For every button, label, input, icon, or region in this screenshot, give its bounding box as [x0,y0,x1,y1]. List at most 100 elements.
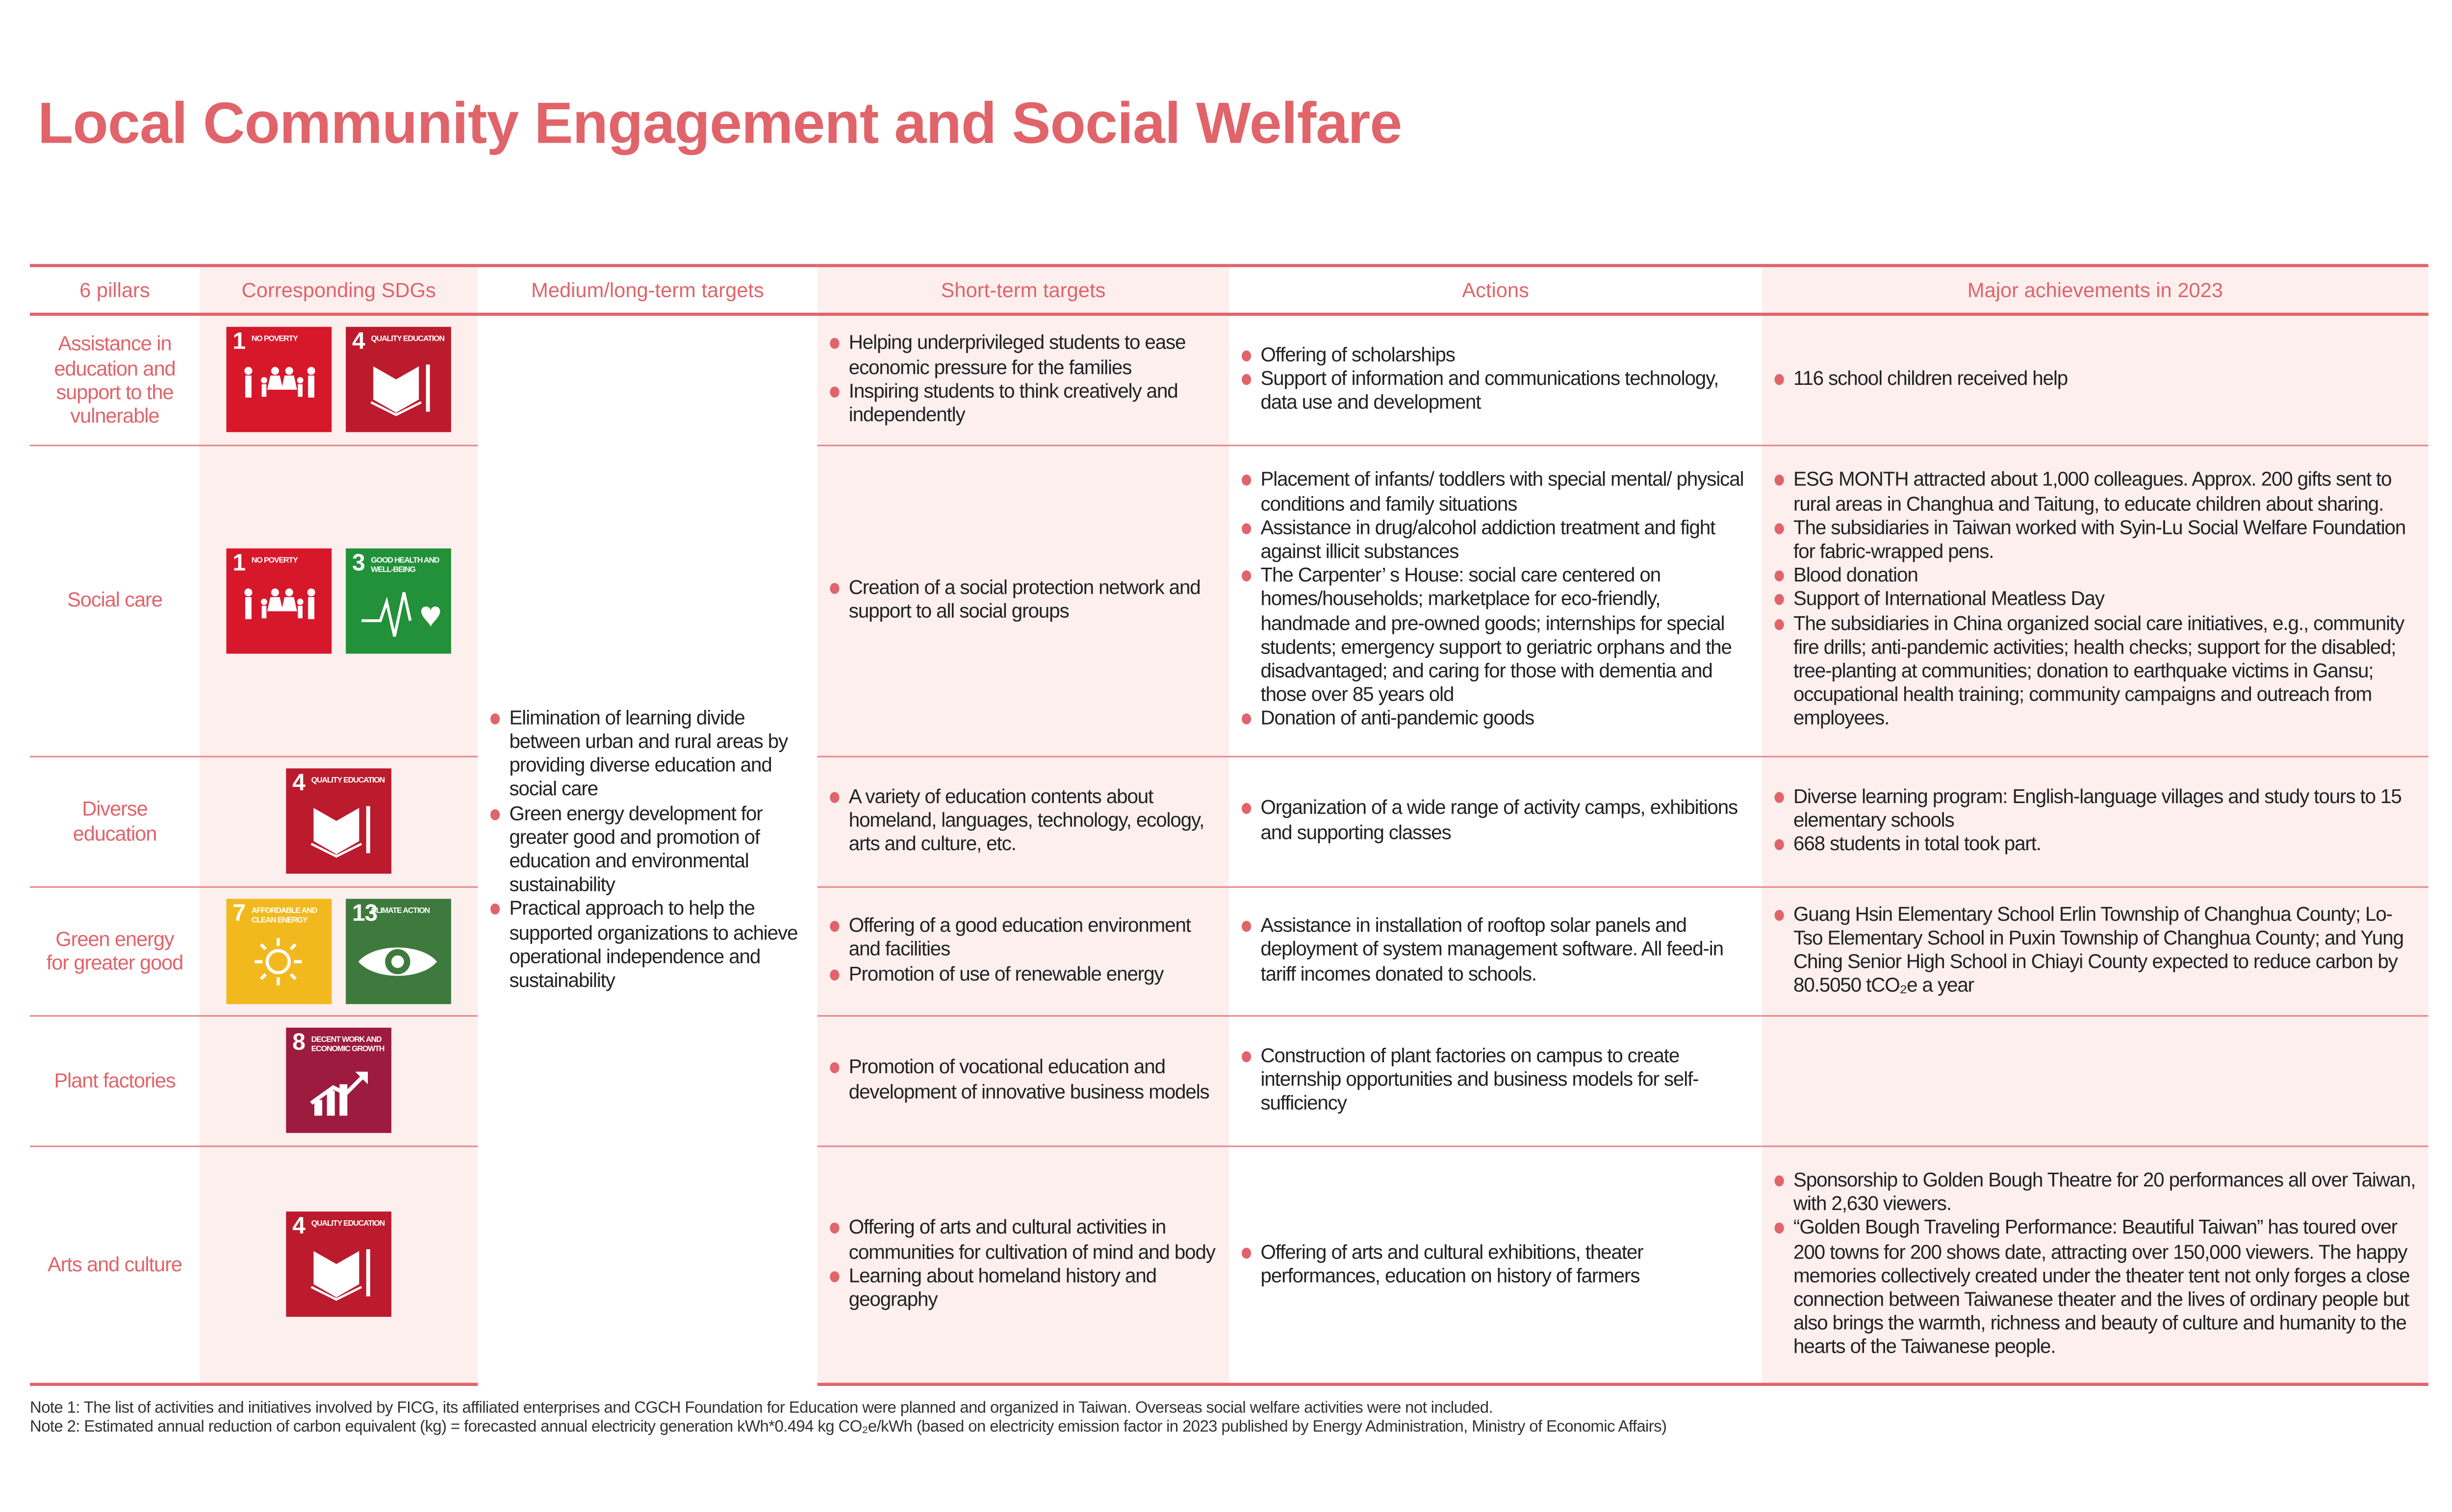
pillar-name: Assistance in education and support to t… [29,314,200,446]
list-item: The subsidiaries in China organized soci… [1774,612,2419,732]
list-item: “Golden Bough Traveling Performance: Bea… [1774,1217,2419,1360]
actions: Placement of infants/ toddlers with spec… [1229,445,1762,757]
list-item: Construction of plant factories on campu… [1242,1044,1753,1116]
sdg-number: 4 [292,1213,306,1240]
pillar-name: Arts and culture [29,1145,200,1386]
sdg-number: 4 [352,328,365,356]
sdg-13-icon: 13Climate Action [346,898,451,1004]
list-item: Donation of anti-pandemic goods [1242,708,1753,732]
table-row: Arts and culture4Quality EducationOfferi… [29,1145,2428,1386]
column-header: Major achievements in 2023 [1762,264,2428,316]
short-term-targets: Creation of a social protection network … [817,445,1229,757]
list-item: 668 students in total took part. [1774,833,2419,857]
column-header: 6 pillars [29,264,200,316]
list-item: Support of information and communication… [1242,368,1753,415]
sdg-4-icon: 4 Quality Education [286,1211,392,1317]
list-item: Helping underprivileged students to ease… [830,332,1220,379]
achievements: 116 school children received help [1762,314,2428,446]
list-item: Sponsorship to Golden Bough Theatre for … [1774,1169,2419,1216]
list-item: Promotion of vocational education and de… [830,1057,1220,1104]
actions-list: Construction of plant factories on campu… [1229,1044,1762,1116]
column-header: Corresponding SDGs [200,264,478,316]
list-item: Offering of arts and cultural exhibition… [1242,1241,1753,1288]
sdg-cell: 4 Quality Education [200,1145,478,1386]
actions: Assistance in installation of rooftop so… [1229,886,1762,1016]
short-term-list: Helping underprivileged students to ease… [817,332,1229,428]
sdg-number: 1 [232,549,246,576]
sdg-label: Quality Education [311,776,385,786]
achievements: Diverse learning program: English-langua… [1762,756,2428,887]
sdg-label: Good Health and Well-Being [371,555,439,575]
sdg-1-icon: 1 No Poverty [226,327,332,433]
sdg-label: Quality Education [311,1219,385,1230]
medium-long-term-list: Elimination of learning divide between u… [478,707,817,994]
list-item: Blood donation [1774,564,2419,588]
sdg-7-icon: 7 Affordable and Clean Energy [226,898,332,1004]
column-header: Actions [1229,264,1762,316]
short-term-list: Offering of a good education environment… [817,915,1229,986]
short-term-list: A variety of education contents about ho… [817,785,1229,857]
achievements-list: Diverse learning program: English-langua… [1762,785,2428,857]
achievements-list: Sponsorship to Golden Bough Theatre for … [1762,1169,2428,1360]
column-header: Medium/long-term targets [478,264,817,316]
pillar-name: Diverse education [29,756,200,887]
sdg-cell: 1 No Poverty 4 Quality Education [200,314,478,446]
list-item: Inspiring students to think creatively a… [830,380,1220,428]
achievements [1762,1015,2428,1147]
sdg-4-icon: 4 Quality Education [346,327,451,433]
short-term-targets: A variety of education contents about ho… [817,756,1229,887]
footnotes: Note 1: The list of activities and initi… [30,1400,1667,1436]
table-row: Plant factories8Decent Work and Economic… [29,1015,2428,1147]
pillar-name: Social care [29,445,200,757]
list-item: ESG MONTH attracted about 1,000 colleagu… [1774,469,2419,516]
column-header: Short-term targets [817,264,1229,316]
list-item: The Carpenter’ s House: social care cent… [1242,564,1753,707]
table-row: Diverse education4Quality EducationA var… [29,756,2428,887]
sdg-number: 1 [232,328,246,356]
sdg-label: No Poverty [251,555,298,565]
list-item: Assistance in drug/alcohol addiction tre… [1242,517,1753,564]
short-term-targets: Helping underprivileged students to ease… [817,314,1229,446]
actions-list: Organization of a wide range of activity… [1229,797,1762,845]
list-item: Elimination of learning divide between u… [490,707,808,803]
list-item: 116 school children received help [1774,368,2419,392]
sdg-1-icon: 1 No Poverty [226,547,332,653]
achievements-list: Guang Hsin Elementary School Erlin Towns… [1762,903,2428,999]
sdg-label: Climate Action [371,906,430,915]
sdg-number: 7 [232,899,246,927]
list-item: Green energy development for greater goo… [490,803,808,898]
list-item: Practical approach to help the supported… [490,898,808,993]
actions-list: Offering of arts and cultural exhibition… [1229,1241,1762,1288]
list-item: Assistance in installation of rooftop so… [1242,915,1753,986]
sdg-label: No Poverty [251,335,298,345]
table-row: Social care 1 No Poverty 3 Good Health and W… [29,445,2428,757]
actions: Offering of arts and cultural exhibition… [1229,1145,1762,1386]
sdg-3-icon: 3 Good Health and Well-Being [346,547,451,653]
sdg-label: Quality Education [371,335,445,345]
list-item: Offering of a good education environment… [830,915,1220,962]
sdg-label: Affordable and Clean Energy [251,906,317,925]
actions: Construction of plant factories on campu… [1229,1015,1762,1147]
list-item: Diverse learning program: English-langua… [1774,785,2419,833]
list-item: The subsidiaries in Taiwan worked with S… [1774,517,2419,564]
list-item: Guang Hsin Elementary School Erlin Towns… [1774,903,2419,999]
sdg-cell: 8Decent Work and Economic Growth [200,1015,478,1147]
sdg-cell: 1 No Poverty 3 Good Health and Well-Being [200,445,478,757]
page-title: Local Community Engagement and Social We… [37,91,1402,156]
list-item: Support of International Meatless Day [1774,588,2419,612]
short-term-list: Promotion of vocational education and de… [817,1057,1229,1104]
achievements-list: 116 school children received help [1762,368,2428,392]
sdg-label: Decent Work and Economic Growth [311,1035,385,1055]
sdg-number: 3 [352,549,365,576]
list-item: Organization of a wide range of activity… [1242,797,1753,845]
actions-list: Placement of infants/ toddlers with spec… [1229,469,1762,731]
short-term-targets: Promotion of vocational education and de… [817,1015,1229,1147]
achievements-list: ESG MONTH attracted about 1,000 colleagu… [1762,469,2428,731]
list-item: Creation of a social protection network … [830,577,1220,624]
achievements: Sponsorship to Golden Bough Theatre for … [1762,1145,2428,1386]
short-term-targets: Offering of a good education environment… [817,886,1229,1016]
short-term-targets: Offering of arts and cultural activities… [817,1145,1229,1386]
